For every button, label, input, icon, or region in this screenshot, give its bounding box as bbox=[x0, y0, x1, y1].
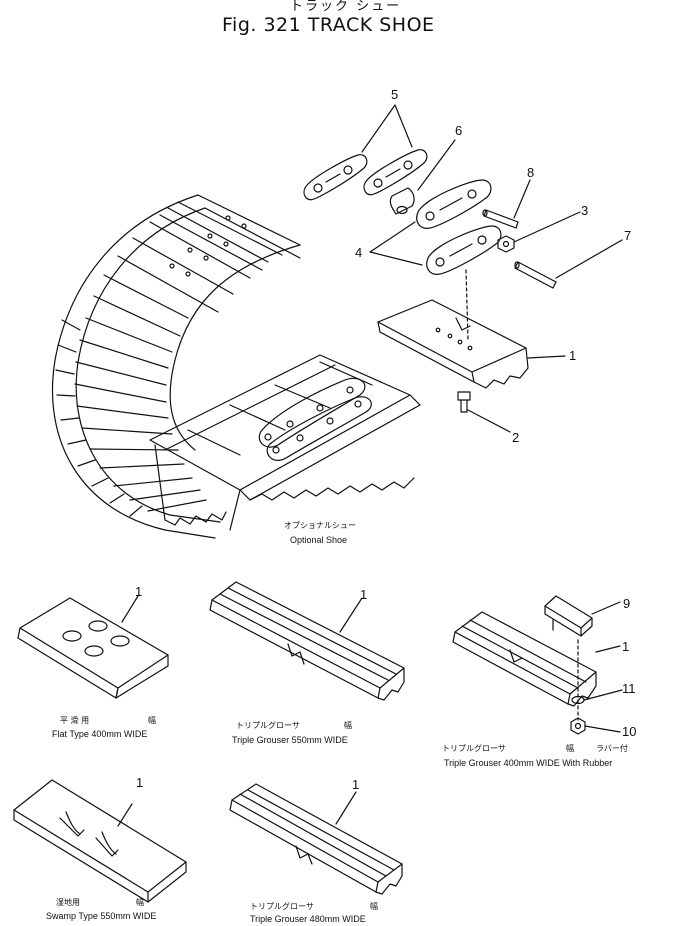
title-japanese: トラック シュー bbox=[290, 0, 402, 14]
rubber-callout-10: 10 bbox=[622, 724, 637, 739]
rubber-callout-11: 11 bbox=[622, 681, 636, 696]
rubber-label-jp-width: 幅 bbox=[566, 744, 574, 753]
triple-grouser-480-drawing bbox=[230, 784, 402, 894]
callout-7: 7 bbox=[624, 228, 632, 243]
triple-480-callout-1: 1 bbox=[352, 777, 360, 792]
triple-550-caption: Triple Grouser 550mm WIDE bbox=[232, 735, 348, 745]
triple-480-caption: Triple Grouser 480mm WIDE bbox=[250, 914, 366, 924]
triple-grouser-550-drawing bbox=[210, 582, 404, 700]
flat-label-jp-width: 幅 bbox=[148, 716, 156, 725]
callout-4: 4 bbox=[355, 245, 363, 260]
exploded-parts-drawing bbox=[304, 105, 622, 432]
callout-3: 3 bbox=[581, 203, 589, 218]
swamp-caption: Swamp Type 550mm WIDE bbox=[46, 911, 157, 921]
callout-5: 5 bbox=[391, 87, 399, 102]
triple-550-label-jp: トリプルグローサ bbox=[236, 721, 300, 730]
figure-title: Fig. 321 TRACK SHOE bbox=[222, 14, 435, 36]
triple-grouser-rubber-drawing bbox=[453, 596, 622, 734]
callout-8: 8 bbox=[527, 165, 535, 180]
flat-caption: Flat Type 400mm WIDE bbox=[52, 729, 148, 739]
optional-shoe-label-jp: オプショナルシュー bbox=[284, 521, 356, 530]
optional-shoe-label: Optional Shoe bbox=[290, 535, 348, 545]
triple-550-callout-1: 1 bbox=[360, 587, 368, 602]
flat-type-drawing bbox=[18, 596, 168, 698]
rubber-label-jp-extra: ラバー付 bbox=[596, 744, 628, 753]
swamp-callout-1: 1 bbox=[136, 775, 144, 790]
callout-1: 1 bbox=[569, 348, 577, 363]
track-assembly-drawing bbox=[53, 195, 420, 538]
callout-2: 2 bbox=[512, 430, 520, 445]
swamp-label-jp-width: 幅 bbox=[136, 898, 144, 907]
swamp-label-jp: 湿地用 bbox=[56, 898, 80, 907]
flat-callout-1: 1 bbox=[135, 584, 143, 599]
triple-480-label-jp: トリプルグローサ bbox=[250, 902, 314, 911]
callout-6: 6 bbox=[455, 123, 463, 138]
flat-label-jp: 平 滑 用 bbox=[60, 716, 90, 725]
triple-550-label-jp-width: 幅 bbox=[344, 721, 352, 730]
swamp-type-drawing bbox=[14, 780, 186, 902]
rubber-callout-9: 9 bbox=[623, 596, 631, 611]
rubber-caption: Triple Grouser 400mm WIDE With Rubber bbox=[444, 758, 613, 768]
rubber-label-jp: トリプルグローサ bbox=[442, 744, 506, 753]
triple-480-label-jp-width: 幅 bbox=[370, 902, 378, 911]
rubber-callout-1: 1 bbox=[622, 639, 630, 654]
